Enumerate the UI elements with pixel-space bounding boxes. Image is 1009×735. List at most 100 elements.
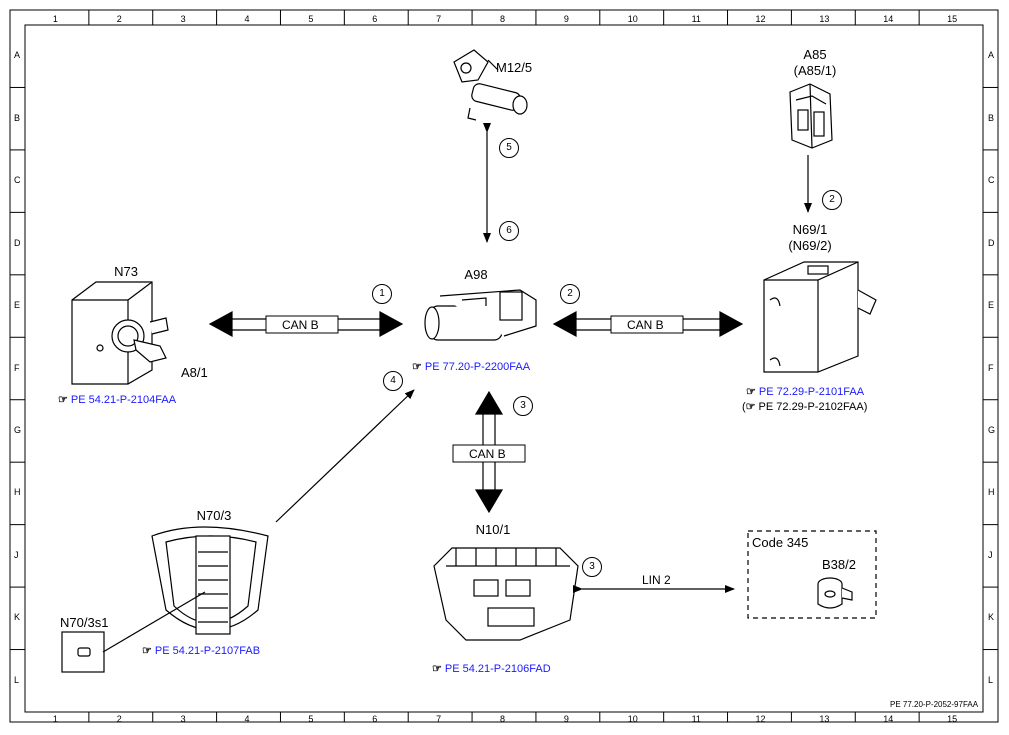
callout-5: 5	[499, 138, 519, 158]
grid-row-label: H	[988, 487, 995, 498]
grid-row-label: B	[988, 112, 995, 123]
bus-label-can-b-left: CAN B	[282, 318, 319, 332]
label-n73: N73	[114, 264, 138, 279]
pointing-hand-icon: ☞	[746, 386, 756, 398]
inner-frame	[24, 24, 984, 713]
ref-n69-1-text: PE 72.29-P-2101FAA	[758, 386, 865, 398]
grid-column-label: 11	[691, 714, 701, 724]
grid-column-label: 10	[627, 14, 638, 24]
pointing-hand-icon: ☞	[412, 361, 422, 373]
grid-column-label: 14	[883, 14, 894, 24]
grid-row-label: L	[988, 674, 994, 685]
grid-column-label: 7	[436, 14, 442, 24]
grid-row-label: J	[988, 549, 993, 560]
grid-row-label: C	[14, 175, 21, 186]
grid-column-label: 9	[563, 714, 569, 724]
a85-module-drawing	[789, 83, 833, 149]
can-b-right-box	[610, 315, 684, 334]
grid-row-label: G	[14, 424, 22, 435]
bus-label-can-b-down: CAN B	[469, 447, 506, 461]
grid-row-label: A	[988, 50, 995, 61]
grid-column-label: 10	[627, 714, 638, 724]
label-a85: A85	[803, 47, 827, 62]
grid-row-label: K	[14, 612, 21, 623]
ref-n73[interactable]: ☞PE 54.21-P-2104FAA	[58, 395, 176, 406]
outer-frame	[9, 9, 999, 723]
m12-5-actuator-drawing	[453, 49, 528, 121]
ref-n10-1[interactable]: ☞PE 54.21-P-2106FAD	[432, 664, 551, 675]
label-b38-2: B38/2	[822, 557, 856, 572]
grid-column-label: 15	[947, 14, 958, 24]
grid-column-label: 14	[883, 714, 894, 724]
a98-module-drawing	[424, 289, 537, 341]
grid-column-label: 8	[500, 714, 506, 724]
grid-column-label: 5	[308, 14, 314, 24]
n69-1-control-unit-drawing	[763, 261, 877, 373]
ref-n70-3[interactable]: ☞PE 54.21-P-2107FAB	[142, 646, 260, 657]
label-n70-3: N70/3	[196, 508, 232, 523]
callout-3-down: 3	[513, 396, 533, 416]
grid-column-label: 9	[563, 14, 569, 24]
ref-a98[interactable]: ☞PE 77.20-P-2200FAA	[412, 362, 530, 373]
grid-column-label: 12	[755, 714, 766, 724]
grid-column-label: 12	[755, 14, 766, 24]
label-a98: A98	[464, 267, 488, 282]
can-b-left-box	[265, 315, 339, 334]
grid-row-label: K	[988, 612, 995, 623]
grid-column-label: 1	[52, 714, 58, 724]
callout-4: 4	[383, 371, 403, 391]
callout-2-right: 2	[560, 284, 580, 304]
grid-column-label: 11	[691, 14, 701, 24]
label-n69-2: (N69/2)	[788, 238, 832, 253]
n10-1-sam-module-drawing	[433, 547, 579, 641]
callout-1: 1	[372, 284, 392, 304]
ref-n10-1-text: PE 54.21-P-2106FAD	[444, 663, 551, 675]
grid-row-label: C	[988, 175, 995, 186]
b38-2-sensor-drawing	[817, 577, 853, 609]
grid-column-label: 15	[947, 714, 958, 724]
ref-n73-text: PE 54.21-P-2104FAA	[70, 394, 177, 406]
grid-row-label: B	[14, 112, 21, 123]
label-n70-3s1: N70/3s1	[60, 615, 109, 630]
pointing-hand-icon: ☞	[432, 663, 442, 675]
grid-column-label: 8	[500, 14, 506, 24]
grid-row-label: E	[14, 300, 21, 311]
pointing-hand-icon: ☞	[142, 645, 152, 657]
grid-column-label: 2	[116, 714, 122, 724]
label-n69-1: N69/1	[792, 222, 828, 237]
n73-ignition-switch-drawing	[71, 281, 169, 385]
grid-column-label: 4	[244, 14, 250, 24]
grid-column-label: 5	[308, 714, 314, 724]
grid-column-label: 13	[819, 14, 830, 24]
callout-3-lin: 3	[582, 557, 602, 577]
ref-n69-2[interactable]: (☞PE 72.29-P-2102FAA)	[742, 402, 867, 413]
option-box-outline	[747, 530, 877, 619]
grid-column-label: 4	[244, 714, 250, 724]
grid-row-label: F	[988, 362, 994, 373]
n70-3-a98-link	[275, 389, 415, 523]
grid-column-label: 3	[180, 14, 186, 24]
grid-row-label: J	[14, 549, 19, 560]
bus-label-can-b-right: CAN B	[627, 318, 664, 332]
grid-row-label: L	[14, 674, 20, 685]
grid-column-label: 2	[116, 14, 122, 24]
label-a8-1: A8/1	[181, 365, 208, 380]
ref-n69-2-prefix: (	[742, 401, 746, 413]
ref-n70-3-text: PE 54.21-P-2107FAB	[154, 645, 261, 657]
pointing-hand-icon: ☞	[58, 394, 68, 406]
grid-row-label: D	[988, 237, 995, 248]
grid-row-label: F	[14, 362, 20, 373]
grid-column-label: 3	[180, 714, 186, 724]
callout-6: 6	[499, 221, 519, 241]
n70-3-panel-drawing	[151, 526, 269, 635]
pointing-hand-icon: ☞	[745, 401, 756, 413]
option-box-title: Code 345	[752, 535, 809, 550]
grid-row-label: A	[14, 50, 21, 61]
n70-3s1-switch-drawing	[61, 631, 105, 673]
ref-a98-text: PE 77.20-P-2200FAA	[424, 361, 531, 373]
grid-column-label: 6	[372, 714, 378, 724]
ref-n69-1[interactable]: ☞PE 72.29-P-2101FAA	[746, 387, 864, 398]
bus-label-lin-2: LIN 2	[642, 573, 671, 587]
grid-column-label: 13	[819, 714, 830, 724]
